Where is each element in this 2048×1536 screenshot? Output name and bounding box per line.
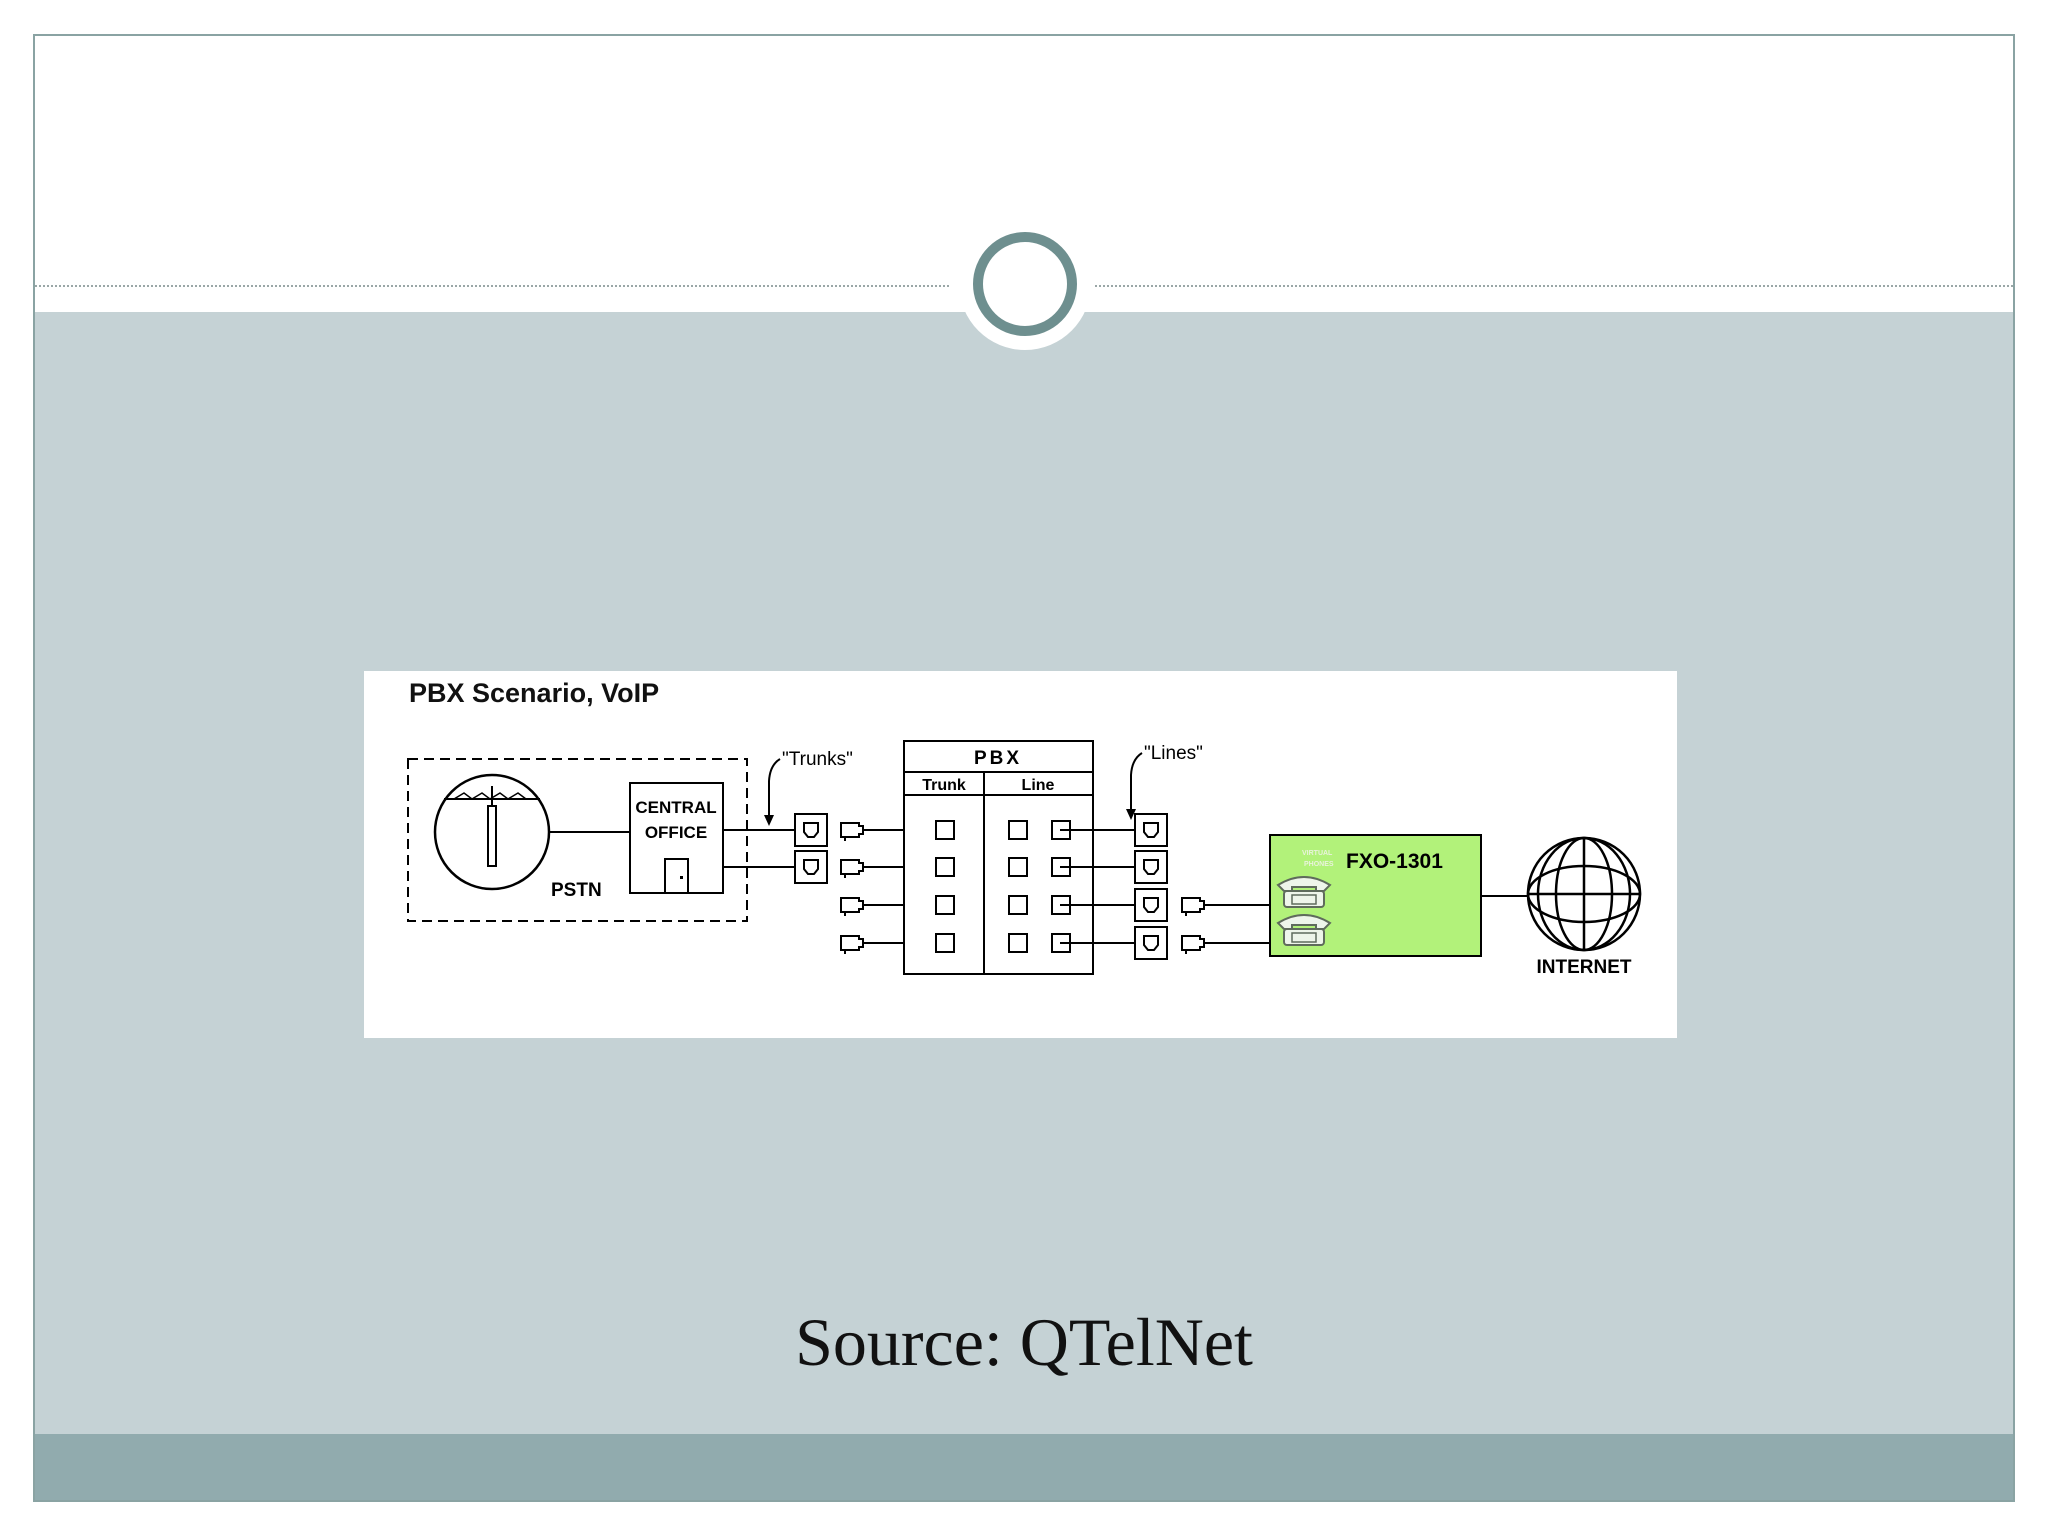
pbx-trunk-ports (935, 820, 955, 953)
header-ring-icon (973, 232, 1077, 336)
line-jack-3 (1134, 888, 1168, 922)
lines-label: "Lines" (1144, 743, 1203, 764)
fxo-plug-1 (1181, 897, 1205, 917)
pstn-label: PSTN (551, 880, 602, 901)
central-office-label-line1: CENTRAL (635, 798, 716, 817)
trunk-jack-2 (794, 850, 828, 884)
pbx-trunk-plug-4 (840, 935, 864, 955)
slide-footer-band (35, 1434, 2013, 1500)
pbx-trunk-plug-3 (840, 897, 864, 917)
pbx-line-header: Line (1022, 777, 1055, 794)
fxo-label: FXO-1301 (1346, 850, 1443, 873)
header-ring-layer (959, 218, 1091, 350)
pbx-line-ports (1008, 820, 1071, 953)
pbx-line-port-ticks (1060, 829, 1070, 944)
lines-callout-arrow (1130, 752, 1143, 811)
internet-label: INTERNET (1537, 957, 1632, 978)
pbx-trunk-header: Trunk (922, 777, 966, 794)
diagram-title: PBX Scenario, VoIP (409, 678, 659, 708)
diagram-panel: PBX Scenario, VoIP PSTN CENTRAL OFFICE "… (364, 671, 1677, 1038)
pbx-trunk-plug-2 (840, 859, 864, 879)
fxo-phones-caption-2: PHONES (1304, 861, 1334, 868)
internet-globe-icon (1526, 836, 1642, 952)
lines-arrowhead (1126, 809, 1136, 820)
pbx-trunk-plug-1 (840, 822, 864, 842)
line-jack-1 (1134, 813, 1168, 847)
trunks-arrowhead (764, 815, 774, 826)
central-office-building (629, 782, 724, 894)
trunk-jack-1 (794, 813, 828, 847)
central-office-label-line2: OFFICE (645, 823, 707, 842)
line-jack-2 (1134, 850, 1168, 884)
line-jack-4 (1134, 926, 1168, 960)
fxo-phones-caption-1: VIRTUAL (1302, 850, 1333, 857)
virtual-phone-icon-2 (1277, 914, 1331, 946)
trunks-callout-arrow (768, 758, 781, 817)
pbx-voip-diagram: PBX Scenario, VoIP PSTN CENTRAL OFFICE "… (407, 678, 1642, 978)
fxo-plug-2 (1181, 935, 1205, 955)
virtual-phone-icon-1 (1277, 876, 1331, 908)
pstn-globe-icon (433, 773, 551, 891)
source-caption: Source: QTelNet (795, 1304, 1253, 1380)
header-divider (35, 285, 2013, 287)
trunks-label: "Trunks" (782, 749, 853, 770)
pstn-boundary (407, 758, 748, 922)
pbx-title: PBX (974, 748, 1022, 769)
